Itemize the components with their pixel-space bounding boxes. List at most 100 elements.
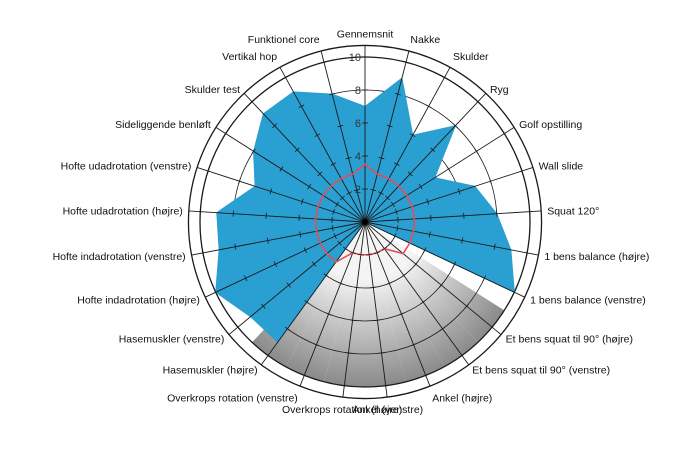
tick-mark <box>317 171 323 177</box>
axis-label: Ryg <box>490 84 509 96</box>
tick-mark <box>430 147 436 153</box>
axis-label: Hofte indadrotation (højre) <box>77 295 200 307</box>
tick-mark <box>474 148 479 155</box>
axis-label: Hofte indadrotation (venstre) <box>53 251 186 263</box>
tick-mark <box>223 130 228 137</box>
axis-spoke <box>364 221 470 366</box>
shaded-segment <box>285 222 365 382</box>
tick-mark <box>349 319 356 321</box>
tick-mark <box>303 247 307 253</box>
tick-mark <box>279 166 284 172</box>
tick-mark <box>238 178 241 185</box>
tick-mark <box>526 249 529 256</box>
tick-mark <box>329 93 336 96</box>
tick-mark <box>370 286 377 289</box>
tick-mark <box>520 168 524 174</box>
tick-mark <box>337 124 344 128</box>
tick-mark <box>502 130 507 137</box>
axis-label: Squat 120° <box>547 206 599 218</box>
tick-mark <box>345 352 352 354</box>
tick-mark <box>378 191 384 195</box>
axis-spoke <box>215 127 366 223</box>
axis-label: Ankel (venstre) <box>353 404 424 416</box>
radial-tick-label: 4 <box>355 151 361 163</box>
tick-mark <box>482 275 487 282</box>
axis-spoke <box>364 221 539 256</box>
tick-mark <box>349 251 356 255</box>
axis-spoke <box>188 210 366 223</box>
tick-mark <box>330 162 337 166</box>
axis-label: Hasemuskler (højre) <box>163 365 258 377</box>
tick-mark <box>339 195 345 201</box>
tick-mark <box>394 93 401 96</box>
shaded-segment <box>323 222 365 387</box>
tick-mark <box>489 178 492 185</box>
series-line-layer <box>314 163 416 264</box>
axis-label: Nakke <box>410 34 440 46</box>
tick-mark <box>475 99 481 105</box>
axis-label: Et bens squat til 90° (venstre) <box>472 365 610 377</box>
series-line-secondary <box>314 163 416 264</box>
axis-spoke <box>364 221 525 298</box>
tick-mark <box>325 312 332 316</box>
tick-mark <box>403 61 410 64</box>
shaded-segment <box>365 222 445 382</box>
tick-mark <box>335 201 340 208</box>
tick-mark <box>459 353 465 358</box>
tick-mark <box>378 156 385 160</box>
tick-mark <box>386 124 393 128</box>
tick-mark <box>299 231 302 238</box>
tick-mark <box>457 188 461 195</box>
tick-mark <box>493 243 496 250</box>
axis-label: Overkrops rotation (venstre) <box>167 393 298 405</box>
tick-mark <box>269 188 273 195</box>
radial-tick-label: 6 <box>355 118 361 130</box>
tick-mark <box>381 246 388 251</box>
tick-mark <box>294 147 300 153</box>
tick-mark <box>401 273 407 278</box>
axis-label: Hofte udadrotation (højre) <box>63 206 183 218</box>
axis-label: 1 bens balance (venstre) <box>530 295 646 307</box>
tick-mark <box>284 326 291 331</box>
tick-mark <box>341 384 348 387</box>
axis-label: Wall slide <box>539 161 584 173</box>
radial-tick-label: 2 <box>355 184 361 196</box>
tick-mark <box>332 208 335 215</box>
axis-spokes <box>188 45 542 398</box>
tick-mark <box>337 281 344 285</box>
tick-mark <box>314 133 321 138</box>
axis-label: Hofte udadrotation (venstre) <box>61 161 192 173</box>
tick-mark <box>425 104 432 109</box>
axis-spoke <box>260 221 366 366</box>
tick-mark <box>378 352 385 354</box>
axis-spoke <box>364 50 410 223</box>
radial-tick-label: 10 <box>349 52 361 64</box>
tick-mark <box>282 75 289 80</box>
tick-mark <box>452 261 457 268</box>
tick-mark <box>413 261 419 267</box>
tick-mark <box>357 253 364 256</box>
tick-mark <box>420 300 426 305</box>
tick-mark <box>214 289 218 296</box>
tick-mark <box>235 324 241 330</box>
tick-mark <box>286 282 291 288</box>
tick-mark <box>201 249 204 256</box>
tick-mark <box>298 104 305 109</box>
axis-label: Skulder test <box>185 84 241 96</box>
tick-mark <box>452 123 458 129</box>
tick-mark <box>428 231 431 238</box>
tick-mark <box>446 166 451 172</box>
tick-mark <box>418 183 423 190</box>
tick-mark <box>261 303 266 309</box>
tick-mark <box>346 191 352 195</box>
tick-mark <box>439 282 444 288</box>
tick-mark <box>273 261 278 268</box>
axis-spoke <box>205 221 366 298</box>
tick-mark <box>396 225 399 232</box>
tick-mark <box>342 246 349 251</box>
tick-mark <box>301 373 308 377</box>
tick-mark <box>353 188 360 192</box>
tick-mark <box>311 261 317 267</box>
tick-mark <box>234 243 237 250</box>
